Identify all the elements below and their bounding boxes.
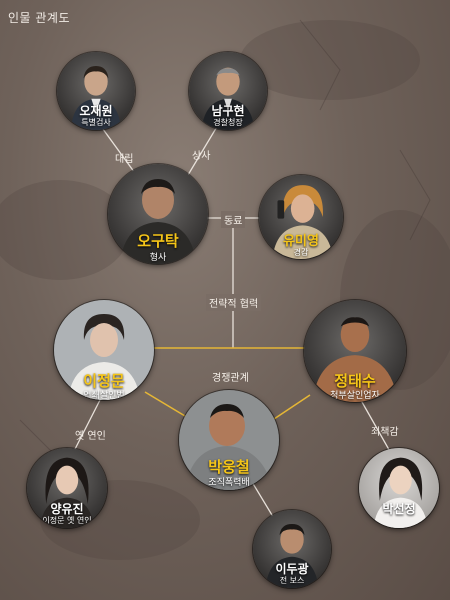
character-name: 오재원 bbox=[79, 104, 113, 118]
portrait-icon bbox=[272, 185, 333, 259]
character-role: 형사 bbox=[149, 253, 167, 263]
line-leejeongmun-yangyujin bbox=[71, 399, 101, 456]
character-name: 오구탁 bbox=[137, 232, 179, 250]
character-yu-miyeong[interactable]: 유미영 경감 bbox=[259, 175, 343, 259]
character-name: 이두광 bbox=[275, 562, 309, 576]
relation-label-guilt: 죄책감 bbox=[371, 427, 399, 438]
character-role: 경감 bbox=[293, 248, 309, 257]
portrait-icon bbox=[179, 390, 279, 490]
relation-label-ex-lover: 옛 연인 bbox=[75, 431, 106, 442]
character-lee-jeongmun[interactable]: 이정문 연쇄살인범 bbox=[54, 300, 154, 400]
relation-label-rivalry: 대립 bbox=[115, 154, 134, 165]
character-role: 전 보스 bbox=[279, 576, 305, 585]
character-role: 연쇄살인범 bbox=[83, 391, 125, 400]
portrait-icon bbox=[54, 300, 154, 400]
character-oh-jaewon[interactable]: 오재원 특별검사 bbox=[57, 52, 135, 130]
line-jeongtaesu-parkseonjeong bbox=[357, 394, 393, 456]
character-name: 남구현 bbox=[211, 104, 245, 118]
portrait-icon bbox=[201, 67, 255, 130]
character-park-ungcheol[interactable]: 박웅철 조직폭력배 bbox=[179, 390, 279, 490]
character-name: 이정문 bbox=[83, 372, 125, 390]
character-park-seonjeong[interactable]: 박선정 bbox=[359, 448, 439, 528]
character-name: 박선정 bbox=[382, 502, 416, 516]
character-yang-yujin[interactable]: 양유진 이정문 옛 연인 bbox=[27, 448, 107, 528]
portrait-icon bbox=[39, 457, 95, 528]
portrait-icon bbox=[265, 524, 319, 588]
character-role: 조직폭력배 bbox=[208, 478, 250, 488]
relation-label-competition: 경쟁관계 bbox=[212, 373, 249, 384]
portrait-icon bbox=[120, 179, 196, 264]
character-lee-dugwang[interactable]: 이두광 전 보스 bbox=[253, 510, 331, 588]
relation-label-strategic: 전략적 협력 bbox=[206, 294, 262, 311]
page-title: 인물 관계도 bbox=[8, 11, 71, 25]
character-role: 경찰청장 bbox=[213, 118, 243, 127]
character-role: 특별검사 bbox=[81, 118, 111, 127]
character-name: 유미영 bbox=[283, 234, 319, 249]
line-namguhyeon-ogutak bbox=[184, 124, 219, 181]
portrait-icon bbox=[373, 457, 428, 528]
character-role: 청부살인업자 bbox=[330, 391, 380, 401]
relation-label-colleague: 동료 bbox=[221, 211, 246, 228]
character-jeong-taesu[interactable]: 정태수 청부살인업자 bbox=[304, 300, 406, 402]
character-role: 이정문 옛 연인 bbox=[42, 516, 92, 525]
character-name: 양유진 bbox=[50, 502, 84, 516]
portrait-icon bbox=[71, 66, 121, 130]
relation-label-superior: 상사 bbox=[192, 151, 211, 162]
character-oh-gutak[interactable]: 오구탁 형사 bbox=[108, 164, 208, 264]
portrait-icon bbox=[312, 317, 398, 402]
character-nam-guhyeon[interactable]: 남구현 경찰청장 bbox=[189, 52, 267, 130]
character-name: 박웅철 bbox=[208, 458, 250, 476]
character-name: 정태수 bbox=[334, 372, 376, 390]
